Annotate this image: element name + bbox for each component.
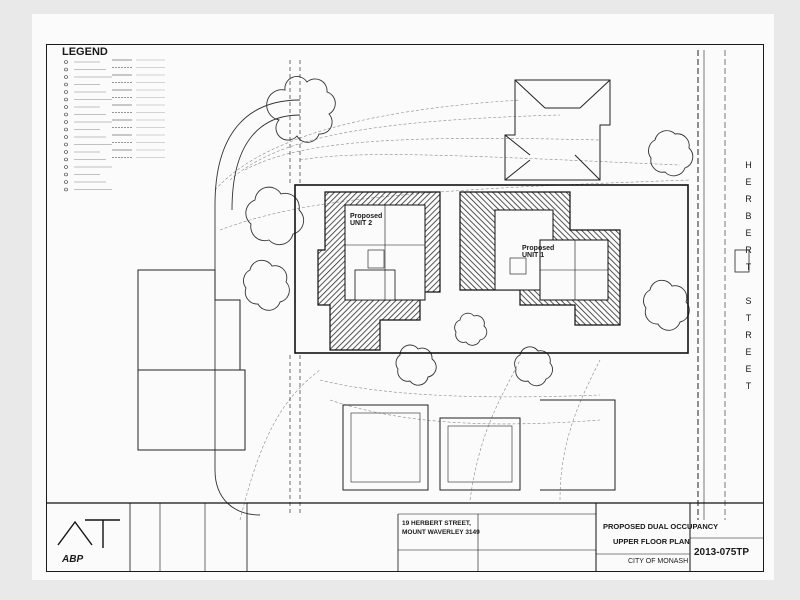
neighbour-house-north [504,79,611,181]
logo-mark [57,519,120,548]
site-address-line2: MOUNT WAVERLEY 3149 [402,529,480,536]
street-letter: E [745,177,753,187]
site-address-line1: 19 HERBERT STREET, [402,520,471,527]
street-letter: T [745,313,753,323]
street-letter: R [745,330,753,340]
council-name: CITY OF MONASH [628,558,689,565]
title-block-lines [47,502,763,571]
trees [243,76,694,387]
company-logo-text: ABP [62,554,84,565]
unit2-label-line2: UNIT 2 [350,220,373,227]
street-letter: R [745,245,753,255]
drawing-title: UPPER FLOOR PLAN [613,537,690,546]
neighbour-curve [214,99,301,516]
easement-lines [289,60,301,515]
street-letter: E [745,347,753,357]
unit1-roof [459,191,621,326]
unit2-label-line1: Proposed [350,213,383,220]
neighbour-house-left [137,269,246,451]
street-letter: S [745,296,753,306]
site-boundary [294,184,689,354]
street-lines [697,50,726,520]
project-title: PROPOSED DUAL OCCUPANCY [603,522,719,531]
street-letter: B [745,211,753,221]
unit1-label-line2: UNIT 1 [522,252,545,259]
legend-entries [64,59,165,192]
legend-title: LEGEND [62,46,108,58]
garages [342,399,616,491]
unit1-label: Proposed UNIT 1 [522,245,554,259]
street-letter: R [745,194,753,204]
street-letter: T [745,262,753,272]
street-letter: H [745,160,753,170]
street-letter: T [745,381,753,391]
drawing-number: 2013-075TP [694,547,750,558]
drawing-border [46,44,764,572]
unit1-label-line1: Proposed [522,245,555,252]
unit2-label: Proposed UNIT 2 [350,213,382,227]
street-sign [734,249,750,273]
street-letter: E [745,228,753,238]
street-letter: E [745,364,753,374]
unit2-roof [317,191,441,351]
